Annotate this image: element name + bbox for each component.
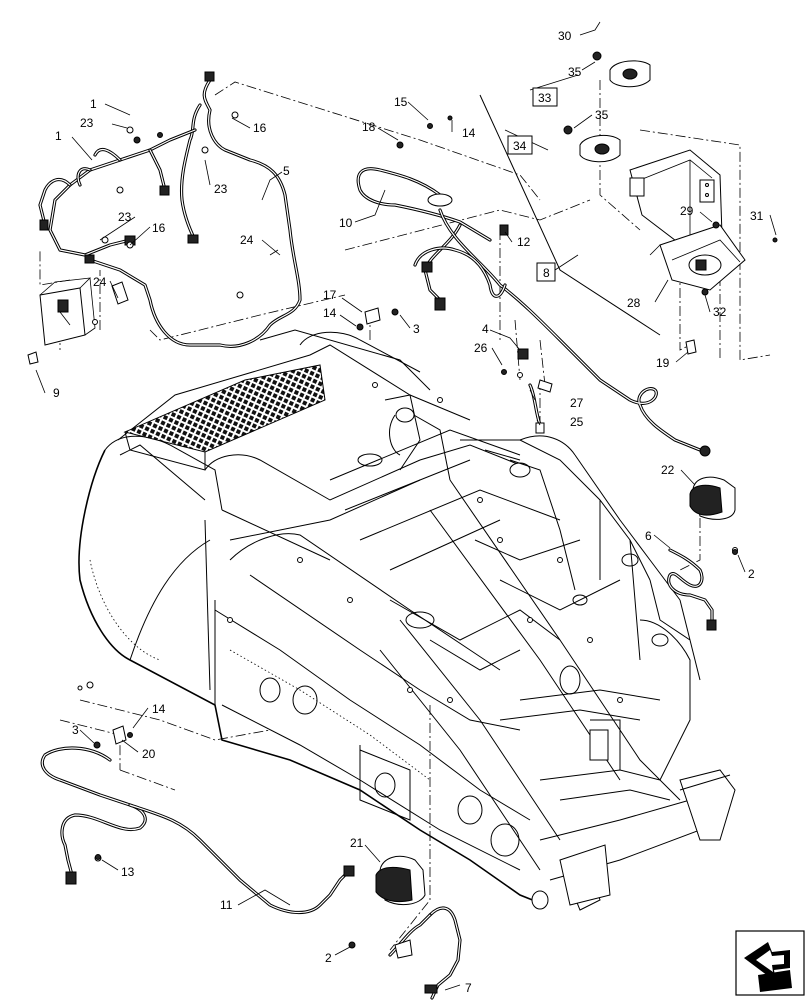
boxed-callouts: 33 34 8 — [507, 87, 558, 282]
harness-6 — [667, 547, 738, 631]
main-harness — [38, 71, 302, 348]
callout-16-lower: 16 — [152, 221, 166, 235]
light-mount-bracket — [629, 149, 746, 291]
callout-23-upper: 23 — [80, 116, 94, 130]
callout-5: 5 — [283, 164, 290, 178]
callout-26: 26 — [474, 341, 488, 355]
callout-30: 30 — [558, 29, 572, 43]
callout-33: 33 — [538, 91, 552, 105]
callout-24-left: 24 — [93, 275, 107, 289]
callout-4: 4 — [482, 322, 489, 336]
harness-25 — [517, 348, 553, 434]
callout-28: 28 — [627, 296, 641, 310]
section-line — [479, 94, 661, 336]
callout-29: 29 — [680, 204, 694, 218]
callout-27: 27 — [570, 396, 584, 410]
callout-7: 7 — [465, 981, 472, 995]
work-light-21 — [375, 855, 426, 906]
harness-11 — [40, 681, 355, 915]
callout-10: 10 — [339, 216, 353, 230]
callout-11: 11 — [220, 898, 233, 912]
machine-frame — [78, 329, 736, 911]
box-33 — [532, 87, 558, 107]
callout-24-right: 24 — [240, 233, 254, 247]
callout-14-bottom: 14 — [152, 702, 166, 716]
callout-14-mid: 14 — [323, 306, 337, 320]
light-33 — [592, 51, 651, 88]
rear-grille — [123, 364, 326, 453]
callout-31: 31 — [750, 209, 764, 223]
callout-9: 9 — [53, 386, 60, 400]
callout-19: 19 — [656, 356, 670, 370]
work-light-22 — [689, 476, 736, 520]
harness-7 — [388, 906, 462, 1000]
callout-labels: 1 23 1 16 23 5 23 16 24 24 9 15 18 14 10… — [53, 29, 764, 995]
callout-leaders — [35, 21, 777, 991]
callout-13: 13 — [121, 865, 135, 879]
fasteners — [93, 115, 778, 949]
callout-23-middle: 23 — [214, 182, 228, 196]
light-34 — [563, 125, 621, 163]
box-8 — [536, 262, 556, 282]
callout-8: 8 — [543, 266, 550, 280]
callout-35-upper: 35 — [568, 65, 582, 79]
callout-1-lower: 1 — [55, 129, 62, 143]
callout-16-upper: 16 — [253, 121, 267, 135]
callout-2-right: 2 — [748, 567, 755, 581]
callout-12: 12 — [517, 235, 531, 249]
callout-32: 32 — [713, 305, 727, 319]
callout-17: 17 — [323, 288, 337, 302]
callout-1-upper: 1 — [90, 97, 97, 111]
callout-14-top: 14 — [462, 126, 476, 140]
harness-8 — [413, 208, 711, 457]
callout-34: 34 — [513, 139, 527, 153]
callout-18: 18 — [362, 120, 376, 134]
callout-3-bottom: 3 — [72, 723, 79, 737]
box-34 — [507, 135, 533, 155]
callout-22: 22 — [661, 463, 675, 477]
callout-25: 25 — [570, 415, 584, 429]
callout-20: 20 — [142, 747, 156, 761]
callout-2-bottom: 2 — [325, 951, 332, 965]
callout-35-lower: 35 — [595, 108, 609, 122]
next-page-arrow-icon[interactable] — [735, 930, 805, 996]
callout-21: 21 — [350, 836, 364, 850]
callout-3-mid: 3 — [413, 322, 420, 336]
harness-10 — [356, 167, 492, 311]
callout-15: 15 — [394, 95, 408, 109]
callout-6: 6 — [645, 529, 652, 543]
bracket-assembly — [27, 277, 98, 365]
callout-23-lower: 23 — [118, 210, 132, 224]
